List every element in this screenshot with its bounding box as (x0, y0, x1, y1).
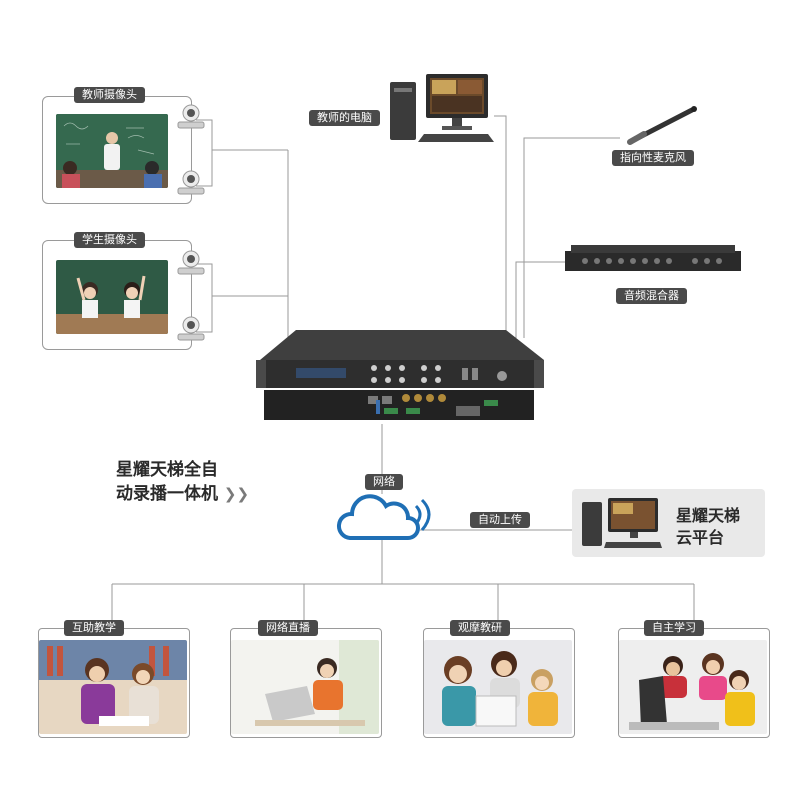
ptz-camera-icon (172, 168, 208, 202)
network-label: 网络 (365, 474, 403, 490)
device-name: 星耀天梯全自 动录播一体机 ❯❯ (116, 458, 249, 506)
use-photo-live-stream (231, 640, 379, 734)
cloud-platform-line2: 云平台 (676, 528, 725, 547)
audio-mixer-label: 音频混合器 (616, 288, 687, 304)
student-classroom-photo (56, 260, 168, 334)
ptz-camera-icon (172, 248, 208, 282)
teacher-classroom-photo (56, 114, 168, 188)
device-name-line2: 动录播一体机 ❯❯ (116, 484, 250, 504)
audio-mixer-icon (565, 245, 741, 279)
use-label-3: 观摩教研 (450, 620, 510, 636)
teacher-pc-label: 教师的电脑 (309, 110, 380, 126)
use-photo-observation (424, 640, 572, 734)
ptz-camera-icon (172, 102, 208, 136)
teacher-camera-label: 教师摄像头 (74, 87, 145, 103)
recording-device-icon (256, 330, 544, 428)
teacher-pc-icon (388, 72, 498, 152)
cloud-icon (336, 490, 440, 550)
cloud-platform-line1: 星耀天梯 (676, 506, 741, 525)
use-label-2: 网络直播 (258, 620, 318, 636)
microphone-label: 指向性麦克风 (612, 150, 694, 166)
use-photo-self-study (619, 640, 767, 734)
student-camera-label: 学生摄像头 (74, 232, 145, 248)
use-label-1: 互助教学 (64, 620, 124, 636)
ptz-camera-icon (172, 314, 208, 348)
auto-upload-label: 自动上传 (470, 512, 530, 528)
cloud-platform-box (572, 489, 765, 557)
device-name-line1: 星耀天梯全自 (116, 460, 218, 480)
use-label-4: 自主学习 (644, 620, 704, 636)
use-photo-mutual-teaching (39, 640, 187, 734)
cloud-platform-name: 星耀天梯 云平台 (676, 505, 740, 549)
microphone-icon (622, 104, 702, 152)
cloud-platform-pc-icon (582, 498, 662, 554)
double-chevron-icon: ❯❯ (223, 485, 250, 503)
